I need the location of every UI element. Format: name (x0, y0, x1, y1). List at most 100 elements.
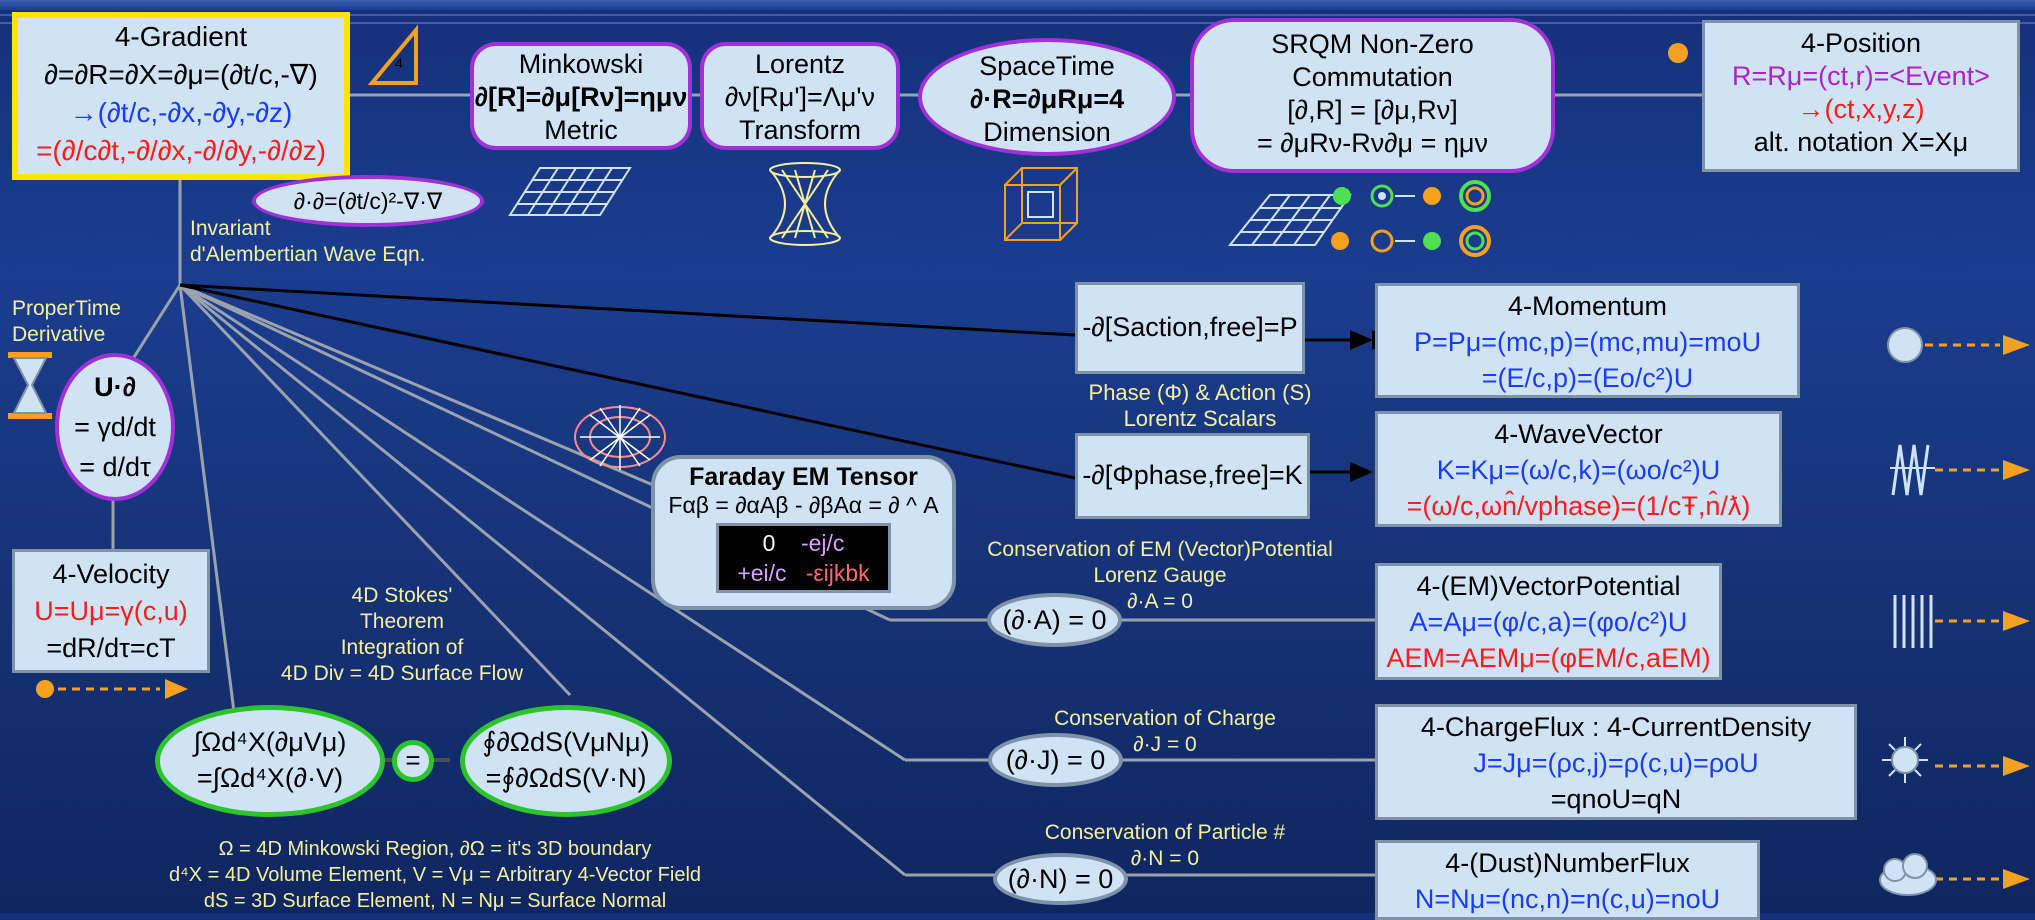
wavevector-l2: =(ω/c,ωn̂/vphase)=(1/cŦ,n̂/ƛ) (1406, 491, 1751, 521)
particle-label: Conservation of Particle # ∂·N = 0 (1000, 820, 1330, 872)
minkowski-box: Minkowski ∂[R]=∂μ[Rν]=ημν Metric (470, 42, 692, 150)
stokes-left-ellipse: ∫Ωd⁴X(∂μVμ) =∫Ωd⁴X(∂·V) (155, 705, 385, 817)
vecpot-l1: A=Aμ=(φ/c,a)=(φo/c²)U (1409, 607, 1688, 637)
momentum-l2: =(E/c,p)=(Eo/c²)U (1481, 363, 1694, 393)
momentum-l1: P=Pμ=(mc,p)=(mc,mu)=moU (1413, 327, 1762, 357)
particle-pill-text: (∂·N) = 0 (1007, 864, 1114, 894)
charge-label: Conservation of Charge ∂·J = 0 (1000, 706, 1330, 758)
minkowski-l1: Minkowski (518, 49, 644, 79)
charge-title: 4-ChargeFlux : 4-CurrentDensity (1420, 712, 1812, 742)
particle-label2: ∂·N = 0 (1130, 847, 1200, 870)
charge-l1: J=Jμ=(ρc,j)=ρ(c,u)=ρoU (1473, 748, 1759, 778)
wavevector-box: 4-WaveVector K=Kμ=(ω/c,k)=(ωo/c²)U =(ω/c… (1375, 411, 1782, 527)
dalembert-ellipse: ∂·∂=(∂t/c)²-∇·∇ (252, 175, 484, 227)
position-title: 4-Position (1800, 28, 1922, 58)
grid-icon (508, 167, 632, 216)
spacetime-l3: Dimension (983, 117, 1111, 147)
srqm-l1: SRQM Non-Zero (1271, 29, 1474, 59)
spacetime-l2: ∂·R=∂μRμ=4 (969, 84, 1125, 114)
stokes-right-ellipse: ∮∂ΩdS(VμNμ) =∮∂ΩdS(V·N) (460, 705, 672, 817)
faraday-m12: -ej/c (800, 530, 845, 556)
faraday-m21: +ei/c (737, 560, 787, 586)
particle-l1: N=Nμ=(nc,n)=n(c,u)=noU (1414, 884, 1721, 914)
stokes-right2: =∮∂ΩdS(V·N) (485, 763, 647, 793)
triangle-icon (367, 24, 418, 85)
vecpot-pill: (∂·A) = 0 (987, 593, 1122, 647)
charge-box: 4-ChargeFlux : 4-CurrentDensity J=Jμ=(ρc… (1375, 704, 1857, 820)
lorentz-l1: Lorentz (754, 49, 846, 79)
propertime-label2: Derivative (12, 323, 106, 346)
hyperboloid-icon (769, 162, 841, 246)
position-box: 4-Position R=Rμ=(ct,r)=<Event> →(ct,x,y,… (1702, 20, 2020, 172)
momentum-box: 4-Momentum P=Pμ=(mc,p)=(mc,mu)=moU =(E/c… (1375, 283, 1800, 398)
hourglass-icon (8, 352, 52, 419)
particle-label1: Conservation of Particle # (1044, 821, 1286, 844)
dalembert-label2: d'Alembertian Wave Eqn. (190, 243, 426, 266)
vecpot-label: Conservation of EM (Vector)Potential Lor… (955, 537, 1365, 615)
dalembert-label1: Invariant (190, 217, 271, 240)
minkowski-l3: Metric (544, 115, 618, 145)
field-lines-rays (580, 405, 660, 470)
stokes-l1: 4D Stokes' (351, 584, 453, 607)
velocity-l2: =dR/dτ=cT (46, 633, 176, 663)
charge-label2: ∂·J = 0 (1133, 733, 1197, 756)
wavevector-title: 4-WaveVector (1494, 419, 1663, 449)
faraday-matrix: 0 -ej/c +ei/c -εijkbk (716, 523, 891, 593)
propertime-l3: = d/dτ (79, 452, 151, 482)
charge-sun-icon (1882, 737, 1928, 783)
particle-icon (1887, 327, 1923, 363)
footnote-1: Ω = 4D Minkowski Region, ∂Ω = it's 3D bo… (218, 838, 652, 860)
gradient-line1: ∂=∂R=∂X=∂μ=(∂t/c,-∇) (44, 59, 318, 90)
srqm-l2: Commutation (1292, 62, 1453, 92)
stokes-eq: = (405, 745, 421, 775)
position-l3: alt. notation X=Xμ (1753, 127, 1969, 157)
commutation-icons (1331, 180, 1491, 257)
wave-icon (1891, 444, 1930, 496)
stokes-l4: 4D Div = 4D Surface Flow (280, 662, 524, 685)
spacetime-ellipse: SpaceTime ∂·R=∂μRμ=4 Dimension (918, 38, 1176, 156)
velocity-box: 4-Velocity U=Uμ=γ(c,u) =dR/dτ=cT (12, 549, 210, 673)
stokes-left1: ∫Ωd⁴X(∂μVμ) (193, 727, 347, 757)
stokes-eq-circle: = (392, 740, 434, 782)
stokes-l3: Integration of (340, 636, 464, 659)
propertime-ellipse: U·∂ = γd/dt = d/dτ (55, 353, 175, 501)
position-l2: →(ct,x,y,z) (1797, 94, 1925, 124)
lorentz-box: Lorentz ∂ν[Rμ']=Λμ'ν Transform (700, 42, 900, 150)
particle-title: 4-(Dust)NumberFlux (1445, 848, 1690, 878)
gradient-line2: →(∂t/c,-∂x,-∂y,-∂z) (69, 97, 293, 128)
dalembert-label: Invariant d'Alembertian Wave Eqn. (190, 216, 426, 268)
particle-box: 4-(Dust)NumberFlux N=Nμ=(nc,n)=n(c,u)=no… (1375, 840, 1760, 920)
footnotes: Ω = 4D Minkowski Region, ∂Ω = it's 3D bo… (75, 836, 795, 914)
velocity-title: 4-Velocity (52, 559, 170, 589)
vecpot-l2: AEM=AEMμ=(φEM/c,aEM) (1386, 643, 1711, 673)
commutation-grid-icon (1227, 194, 1352, 246)
vecpot-title: 4-(EM)VectorPotential (1416, 571, 1681, 601)
gradient-line3: =(∂/c∂t,-∂/∂x,-∂/∂y,-∂/∂z) (36, 135, 326, 166)
triangle-label: 4 (395, 55, 403, 71)
srqm-box: SRQM Non-Zero Commutation [∂,R] = [∂μ,Rν… (1190, 18, 1555, 173)
minkowski-l2: ∂[R]=∂μ[Rν]=ημν (474, 82, 688, 112)
faraday-formula: Fαβ = ∂αAβ - ∂βAα = ∂ ^ A (668, 492, 939, 518)
action-text: -∂[Saction,free]=P (1082, 312, 1298, 342)
gradient-title: 4-Gradient (114, 21, 248, 52)
cube-icon (1004, 167, 1078, 241)
vecpot-label2: Lorenz Gauge (1093, 564, 1227, 587)
position-l1: R=Rμ=(ct,r)=<Event> (1732, 61, 1990, 91)
srqm-l3: [∂,R] = [∂μ,Rν] (1287, 95, 1458, 125)
phase-box: -∂[Φphase,free]=K (1075, 433, 1310, 519)
vecpot-label1: Conservation of EM (Vector)Potential (987, 538, 1333, 561)
stokes-l2: Theorem (359, 610, 445, 633)
charge-label1: Conservation of Charge (1054, 707, 1276, 730)
srqm-l4: = ∂μRν-Rν∂μ = ημν (1257, 128, 1488, 158)
lorentz-l3: Transform (738, 115, 861, 145)
dust-cloud-icon (1879, 853, 1937, 896)
wavevector-l1: K=Kμ=(ω/c,k)=(ωo/c²)U (1436, 455, 1721, 485)
action-caption1: Phase (Φ) & Action (S) (1088, 380, 1312, 405)
velocity-l1: U=Uμ=γ(c,u) (34, 596, 188, 626)
charge-pill-text: (∂·J) = 0 (1005, 745, 1106, 775)
vecpot-label3: ∂·A = 0 (1127, 590, 1193, 613)
action-caption: Phase (Φ) & Action (S) Lorentz Scalars (1070, 380, 1330, 432)
particle-pill: (∂·N) = 0 (993, 853, 1128, 905)
charge-pill: (∂·J) = 0 (988, 733, 1123, 787)
spacetime-l1: SpaceTime (979, 51, 1115, 81)
